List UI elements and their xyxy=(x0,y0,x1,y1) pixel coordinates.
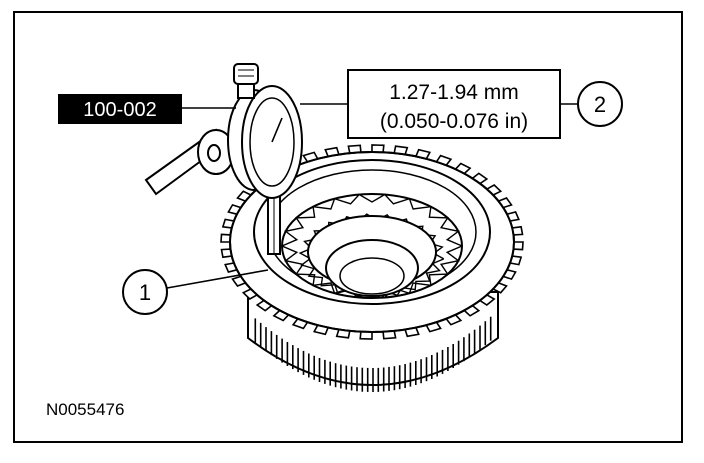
outer-plate-tooth xyxy=(220,233,232,243)
figure-id: N0055476 xyxy=(46,400,124,419)
labels: 100-002 1.27-1.94 mm (0.050-0.076 in) 2 … xyxy=(46,69,623,419)
spec-line-imperial: (0.050-0.076 in) xyxy=(380,110,528,133)
dial-indicator xyxy=(144,63,303,255)
callout-2-circle xyxy=(577,81,623,127)
hub-bore-inner xyxy=(339,257,405,295)
spec-line-metric: 1.27-1.94 mm xyxy=(389,81,519,104)
callout-2-number: 2 xyxy=(594,92,606,117)
figure-border xyxy=(13,11,683,443)
arm-clamp-screw xyxy=(207,144,221,162)
callout-1-leader xyxy=(166,269,269,289)
tool-label-box xyxy=(58,94,182,124)
tool-label: 100-002 xyxy=(83,99,156,121)
dial-cap-neck xyxy=(237,83,255,99)
outer-plate-edge xyxy=(229,151,515,333)
dial-needle xyxy=(271,117,283,143)
hub-bore xyxy=(325,239,419,297)
friction-disc-tooth-ring xyxy=(280,193,463,299)
clutch-assembly xyxy=(220,144,524,392)
dial-bezel xyxy=(249,97,295,187)
outer-plate-tooth xyxy=(512,241,524,251)
callout-1-circle xyxy=(122,269,168,315)
drum-knurling xyxy=(254,316,492,392)
dial-cap xyxy=(233,63,259,85)
callout-1-number: 1 xyxy=(139,280,151,305)
